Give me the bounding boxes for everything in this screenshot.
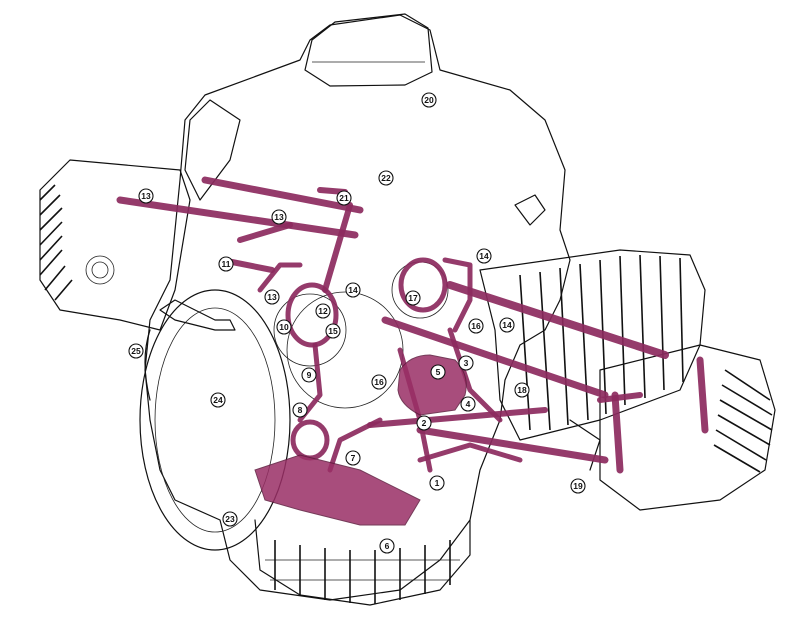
svg-text:16: 16	[471, 321, 481, 331]
svg-text:19: 19	[573, 481, 583, 491]
svg-text:25: 25	[131, 346, 141, 356]
oil-loop-main-bearing	[285, 282, 339, 348]
svg-text:17: 17	[408, 293, 418, 303]
callout-14c: 14	[499, 317, 515, 333]
svg-text:9: 9	[307, 370, 312, 380]
callout-2: 2	[416, 415, 432, 431]
callout-1: 1	[429, 475, 445, 491]
callout-11: 11	[218, 256, 234, 272]
oil-gallery-rocker-left	[201, 176, 364, 214]
callout-6: 6	[379, 538, 395, 554]
callout-13b: 13	[271, 209, 287, 225]
callout-17: 17	[405, 290, 421, 306]
oil-gallery-main-right	[446, 281, 669, 359]
oil-gallery-right-lower	[416, 426, 609, 464]
oil-filter-housing	[254, 454, 421, 526]
oil-gallery-diagonal	[381, 316, 609, 399]
callout-21: 21	[336, 190, 352, 206]
svg-text:13: 13	[274, 212, 284, 222]
callout-13a: 13	[138, 188, 154, 204]
svg-text:5: 5	[436, 367, 441, 377]
callouts: 1 2 3 4 5 6 7 8 9 10 11 12 13 13 13 14 1…	[128, 92, 586, 554]
svg-text:6: 6	[385, 541, 390, 551]
svg-text:14: 14	[479, 251, 489, 261]
cylinder-fins-left	[39, 184, 73, 301]
callout-16b: 16	[468, 318, 484, 334]
svg-text:12: 12	[318, 306, 328, 316]
svg-text:14: 14	[502, 320, 512, 330]
callout-9: 9	[301, 367, 317, 383]
svg-text:1: 1	[435, 478, 440, 488]
svg-text:22: 22	[381, 173, 391, 183]
svg-text:11: 11	[222, 259, 231, 269]
callout-4: 4	[460, 396, 476, 412]
svg-text:13: 13	[141, 191, 151, 201]
callout-16a: 16	[371, 374, 387, 390]
callout-20: 20	[421, 92, 437, 108]
engine-outline	[39, 13, 776, 606]
svg-text:4: 4	[466, 399, 471, 409]
svg-text:10: 10	[279, 322, 289, 332]
oil-loop-front	[290, 419, 330, 461]
svg-text:8: 8	[298, 405, 303, 415]
cylinder-fins-right	[519, 254, 684, 431]
oil-stub-left-cylinder	[229, 259, 275, 273]
svg-text:16: 16	[374, 377, 384, 387]
svg-text:24: 24	[213, 395, 223, 405]
callout-25: 25	[128, 343, 144, 359]
oil-gallery-riser	[322, 202, 353, 293]
callout-14b: 14	[345, 282, 361, 298]
svg-text:23: 23	[225, 514, 235, 524]
oil-gallery-cross	[367, 407, 548, 428]
oil-gallery-upper-left	[116, 196, 359, 239]
oil-line-c	[327, 417, 383, 473]
callout-7: 7	[345, 450, 361, 466]
svg-text:14: 14	[348, 285, 358, 295]
svg-text:20: 20	[424, 95, 434, 105]
svg-text:3: 3	[464, 358, 469, 368]
callout-12: 12	[315, 303, 331, 319]
callout-15: 15	[325, 323, 341, 339]
callout-19: 19	[570, 478, 586, 494]
callout-14a: 14	[476, 248, 492, 264]
callout-24: 24	[210, 392, 226, 408]
oil-line-f	[257, 262, 303, 293]
callout-18: 18	[514, 382, 530, 398]
svg-text:2: 2	[422, 418, 427, 428]
callout-13c: 13	[264, 289, 280, 305]
callout-5: 5	[430, 364, 446, 380]
svg-text:21: 21	[339, 193, 349, 203]
oil-rocker-right-b	[696, 356, 709, 434]
oil-rocker-right-a	[611, 391, 624, 474]
oil-line-g	[417, 442, 523, 463]
svg-text:7: 7	[351, 453, 356, 463]
svg-text:15: 15	[328, 326, 338, 336]
callout-3: 3	[458, 355, 474, 371]
cylinder-head-fins-right	[713, 369, 773, 473]
oil-line-e	[447, 327, 503, 423]
svg-text:13: 13	[267, 292, 277, 302]
callout-8: 8	[292, 402, 308, 418]
svg-text:18: 18	[517, 385, 527, 395]
callout-23: 23	[222, 511, 238, 527]
oil-pump-body	[397, 354, 467, 416]
oil-circuit	[116, 176, 709, 526]
callout-22: 22	[378, 170, 394, 186]
oil-loop-camshaft	[398, 257, 448, 313]
oil-line-a	[442, 257, 473, 333]
sump-fins	[274, 540, 451, 604]
callout-10: 10	[276, 319, 292, 335]
oil-rocker-right-c	[597, 392, 643, 403]
oil-gallery-left-short	[237, 222, 293, 243]
